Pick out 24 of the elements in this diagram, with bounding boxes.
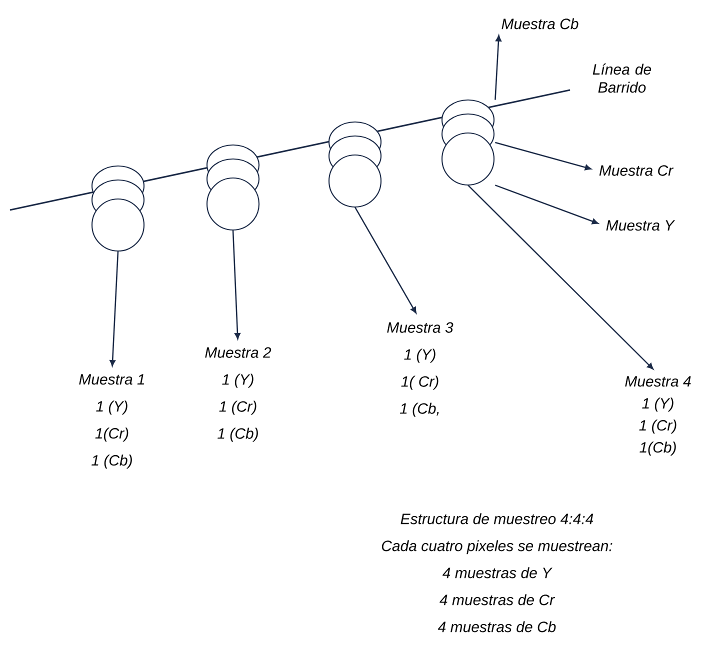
component-label: Muestra Cb (502, 18, 578, 30)
note-text: Cada cuatro pixeles se muestrean: (382, 540, 612, 554)
note-text: 4 muestras de Y (442, 567, 552, 578)
arrow (468, 184, 654, 370)
note-text: Estructura de muestreo 4:4:4 (400, 513, 594, 524)
pixel-sample-circles (328, 121, 382, 208)
sample-label: Muestra 3 1 (Y) 1( Cr) 1 (Cb, (387, 322, 454, 417)
component-label: Muestra Y (606, 220, 676, 231)
component-label: Muestra Cr (599, 165, 674, 176)
arrow (494, 184, 598, 224)
sample-label: Muestra 2 1 (Y) 1 (Cr) 1 (Cb) (205, 347, 272, 442)
sample-label: Muestra 1 1 (Y) 1(Cr) 1 (Cb) (79, 374, 144, 469)
sample-label: Muestra 4 1 (Y) 1 (Cr) 1(Cb) (625, 376, 691, 456)
pixel-sample-circles (441, 99, 495, 186)
pixel-sample-circles (206, 144, 260, 231)
arrow (232, 230, 240, 340)
arrow (494, 35, 502, 100)
note-text: 4 muestras de Cr (440, 594, 556, 606)
arrow (354, 206, 416, 314)
arrow (110, 251, 119, 366)
scan-line-label: Línea de Barrido (592, 64, 652, 93)
pixel-sample-circles (91, 165, 145, 252)
note-text: 4 muestras de Cb (438, 621, 556, 632)
arrow (495, 142, 592, 170)
